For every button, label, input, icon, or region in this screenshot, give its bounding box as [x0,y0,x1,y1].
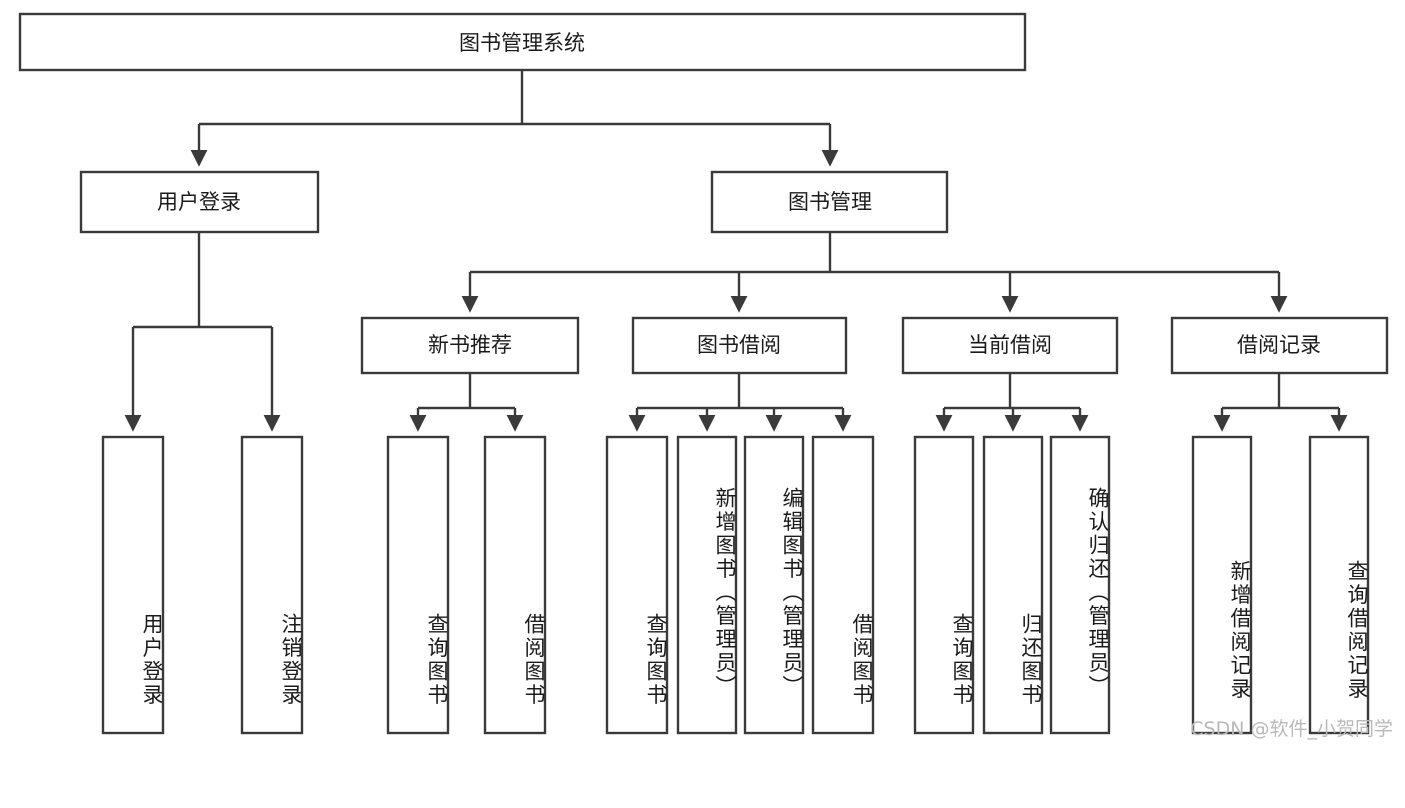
leaf-box-user-logout[interactable] [240,435,304,735]
leaf-box-confirm-return[interactable] [1049,435,1111,735]
leaf-box-add-record[interactable] [1191,435,1253,735]
leaf-box-query-book-3[interactable] [913,435,975,735]
node-book-manage-label: 图书管理 [788,190,872,214]
leaf-box-add-book[interactable] [676,435,738,735]
flowchart-svg: 图书管理系统 用户登录 图书管理 [18,12,1389,735]
connector-book-manage-to-level3 [461,232,1288,313]
leaf-box-return-book[interactable] [982,435,1044,735]
node-borrow-record[interactable]: 借阅记录 [1170,316,1389,375]
connector-user-login-to-leaves [124,232,281,432]
leaf-box-edit-book[interactable] [743,435,805,735]
node-user-login-label: 用户登录 [157,190,241,214]
node-new-book-recommend-label: 新书推荐 [428,333,512,357]
node-new-book-recommend[interactable]: 新书推荐 [360,316,580,375]
leaf-box-borrow-book-2[interactable] [811,435,875,735]
node-book-borrow-box[interactable] [631,316,848,375]
node-root-box[interactable] [18,12,1027,72]
connector-root-to-level2 [190,70,839,167]
node-user-login[interactable]: 用户登录 [79,170,320,234]
node-current-borrow[interactable]: 当前借阅 [901,316,1119,375]
node-book-borrow[interactable]: 图书借阅 [631,316,848,375]
node-book-manage[interactable]: 图书管理 [710,170,949,234]
node-current-borrow-label: 当前借阅 [968,333,1052,357]
node-book-borrow-label: 图书借阅 [697,333,781,357]
node-root[interactable]: 图书管理系统 [18,12,1027,72]
connector-borrow-record-to-leaves [1213,373,1348,432]
connector-current-borrow-to-leaves [935,373,1089,432]
node-new-book-recommend-box[interactable] [360,316,580,375]
connector-book-borrow-to-leaves [628,373,852,432]
leaf-box-query-record[interactable] [1308,435,1370,735]
diagram-canvas: 图书管理系统 用户登录 图书管理 [18,12,1393,740]
connector-new-book-recommend-to-leaves [409,373,524,432]
leaf-box-user-login[interactable] [101,435,165,735]
node-borrow-record-label: 借阅记录 [1237,333,1321,357]
node-root-label: 图书管理系统 [459,31,585,55]
node-borrow-record-box[interactable] [1170,316,1389,375]
leaf-box-query-book-1[interactable] [386,435,450,735]
leaf-box-borrow-book-1[interactable] [483,435,547,735]
leaf-box-query-book-2[interactable] [605,435,669,735]
node-current-borrow-box[interactable] [901,316,1119,375]
csdn-watermark: CSDN @软件_小贺同学 [1190,718,1393,740]
node-book-manage-box[interactable] [710,170,949,234]
